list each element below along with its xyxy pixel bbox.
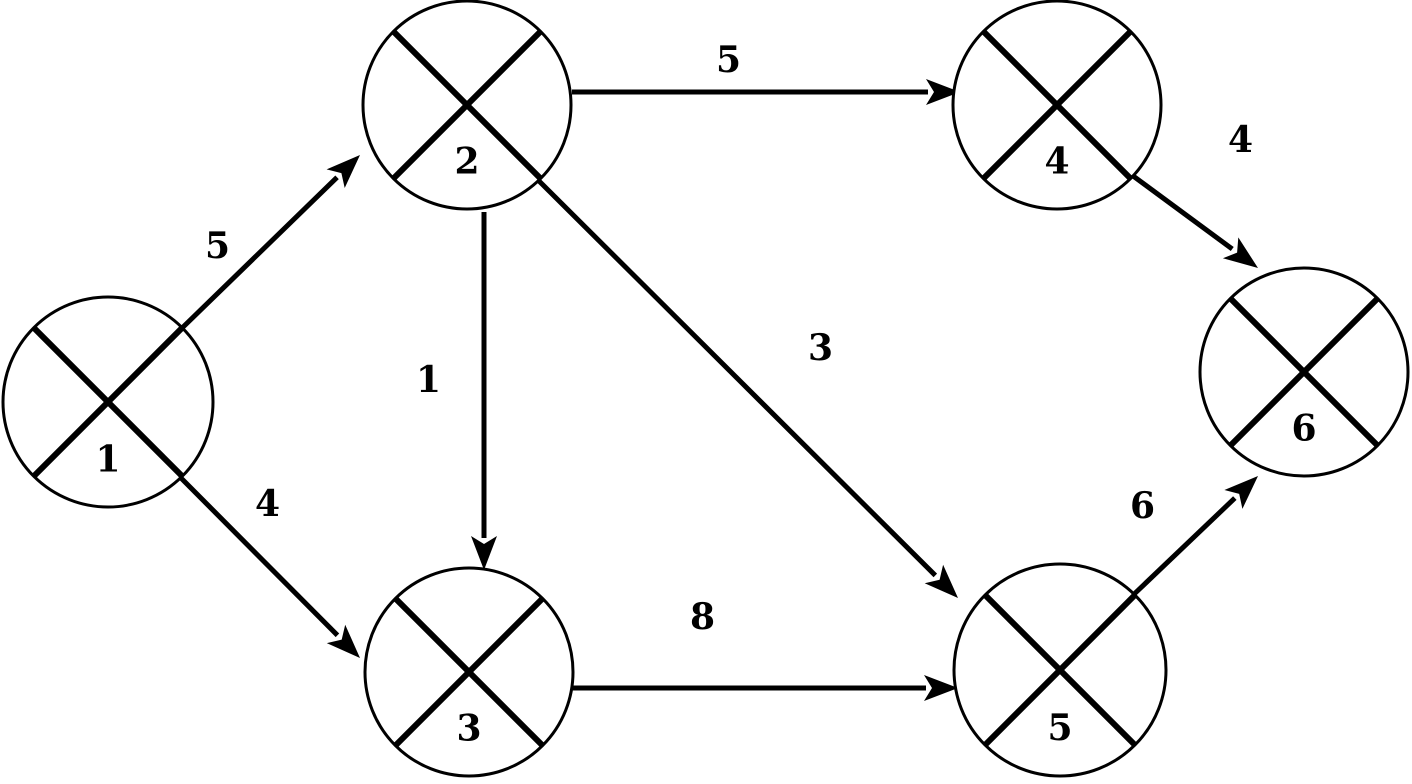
edge-weight-2-4: 5 — [716, 39, 741, 81]
node-cross-b-4 — [981, 29, 1133, 181]
node-2: 2 — [361, 0, 573, 211]
arrow-head-2-5 — [924, 564, 958, 598]
arrow-head-4-6 — [1222, 237, 1258, 268]
node-1: 1 — [1, 295, 215, 509]
node-label-3: 3 — [456, 708, 481, 750]
node-cross-b-2 — [391, 29, 543, 181]
edge-line-2-5 — [533, 175, 938, 578]
edge-line-5-6 — [1128, 496, 1237, 600]
node-3: 3 — [363, 566, 575, 778]
edge-weight-1-2: 5 — [205, 225, 230, 267]
node-6: 6 — [1198, 266, 1410, 478]
arrow-head-5-6 — [1224, 476, 1258, 509]
arrow-head-1-3 — [326, 624, 360, 658]
edge-weight-2-3: 1 — [416, 359, 441, 401]
edge-weight-5-6: 6 — [1130, 485, 1155, 527]
node-cross-b-3 — [393, 596, 545, 748]
node-label-6: 6 — [1291, 408, 1316, 450]
node-5: 5 — [952, 562, 1168, 778]
node-label-4: 4 — [1044, 141, 1069, 183]
edge-line-4-6 — [1123, 167, 1234, 252]
edge-line-1-3 — [178, 475, 340, 638]
arrow-head-3-5 — [924, 675, 958, 701]
node-label-1: 1 — [95, 438, 120, 480]
edge-line-1-2 — [178, 175, 339, 332]
edge-weight-3-5: 8 — [690, 596, 715, 638]
arrow-head-1-2 — [326, 155, 360, 188]
node-label-5: 5 — [1047, 707, 1072, 749]
node-cross-b-5 — [982, 592, 1138, 748]
arrow-head-2-3 — [471, 536, 497, 570]
edge-labels-layer: 5 4 1 5 3 8 4 6 — [205, 39, 1253, 638]
edge-weight-1-3: 4 — [255, 483, 280, 525]
edge-weight-4-6: 4 — [1228, 119, 1253, 161]
node-cross-b-6 — [1228, 296, 1380, 448]
edge-weight-2-5: 3 — [808, 327, 833, 369]
arrow-head-2-4 — [926, 79, 960, 105]
node-4: 4 — [951, 0, 1163, 211]
edges-layer — [178, 79, 1258, 701]
node-label-2: 2 — [454, 141, 479, 183]
node-cross-b-1 — [31, 325, 185, 479]
